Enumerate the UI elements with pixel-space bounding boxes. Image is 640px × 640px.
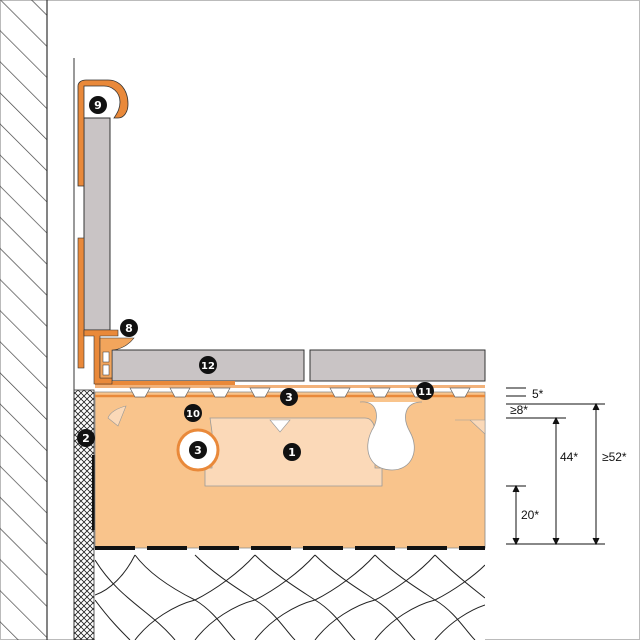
marker-2: 2 <box>77 429 95 447</box>
marker-8: 8 <box>120 319 138 337</box>
dimension-label-8: ≥8* <box>510 403 528 417</box>
marker-3: 3 <box>189 441 207 459</box>
marker-1: 1 <box>283 443 301 461</box>
wall-tile <box>83 117 111 331</box>
marker-8-label: 8 <box>125 322 133 335</box>
floor-transition-profile <box>77 237 135 385</box>
dimension-label-5: 5* <box>532 387 544 401</box>
marker-11: 11 <box>416 382 434 400</box>
dimension-label-20: 20* <box>521 508 539 522</box>
wall-profile-top <box>77 79 129 187</box>
marker-11-label: 11 <box>418 387 432 398</box>
wall-hatch <box>0 0 48 640</box>
marker-10-label: 10 <box>186 409 200 420</box>
dimension-label-44: 44* <box>560 450 578 464</box>
marker-2-label: 2 <box>82 432 90 445</box>
dimension-label-52: ≥52* <box>602 450 627 464</box>
floor-tiles <box>95 349 486 385</box>
edge-insulation-strip <box>73 389 96 640</box>
marker-3-label: 3 <box>194 444 202 457</box>
marker-9: 9 <box>89 96 107 114</box>
thermal-insulation <box>95 550 485 640</box>
screed-layer <box>94 391 486 549</box>
marker-12-label: 12 <box>201 361 215 372</box>
marker-10: 10 <box>184 404 202 422</box>
marker-12: 12 <box>199 356 217 374</box>
marker-1-label: 1 <box>288 446 296 459</box>
marker-9-label: 9 <box>94 99 102 112</box>
marker-7-label: 3 <box>285 391 293 404</box>
marker-7: 3 <box>280 388 298 406</box>
dimension-lines <box>506 387 605 546</box>
